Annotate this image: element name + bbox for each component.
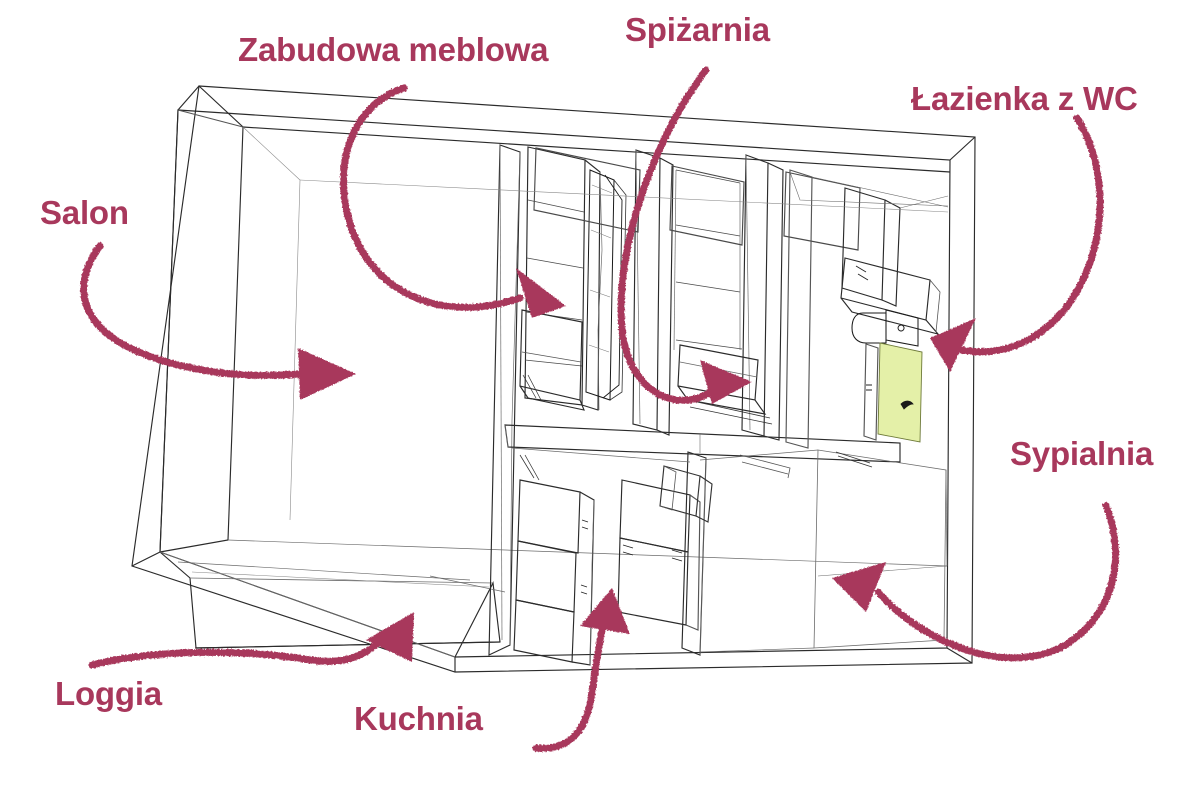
interior-detail-lines [242,126,949,577]
label-loggia: Loggia [55,675,162,712]
arrow-zabudowa-path [340,84,524,311]
label-sypialnia: Sypialnia [1010,435,1154,472]
arrowhead-spizarnia [700,360,752,404]
arrowhead-sypialnia [832,562,886,612]
outer-walls [131,85,976,673]
loggia-slab [159,551,506,658]
annotation-arrowheads [298,268,976,662]
label-spizarnia: Spiżarnia [625,11,770,48]
annotation-arrows [80,66,1120,752]
label-zabudowa-meblowa: Zabudowa meblowa [238,31,549,68]
label-salon: Salon [40,194,129,231]
arrow-spizarnia-path [617,66,714,404]
bedroom [681,449,948,656]
label-kuchnia: Kuchnia [354,700,483,737]
arrow-lazienka-path [958,114,1104,356]
built-in-furniture [519,146,627,411]
hallway-partition-left [488,144,521,656]
kitchen [511,447,713,666]
arrowhead-kuchnia [580,588,630,634]
arrowhead-zabudowa [516,268,566,318]
bathroom [785,169,941,449]
arrow-salon-path [80,242,304,379]
arrowhead-lazienka [930,318,976,372]
arrowhead-loggia [366,612,414,662]
upper-cabinets [533,147,861,251]
arrow-kuchnia-path [532,616,608,752]
arrowhead-salon [298,348,356,400]
arrow-sypialnia-path [874,502,1120,662]
arrow-loggia-path [88,628,392,669]
pantry [632,149,784,441]
label-lazienka-z-wc: Łazienka z WC [911,80,1138,117]
